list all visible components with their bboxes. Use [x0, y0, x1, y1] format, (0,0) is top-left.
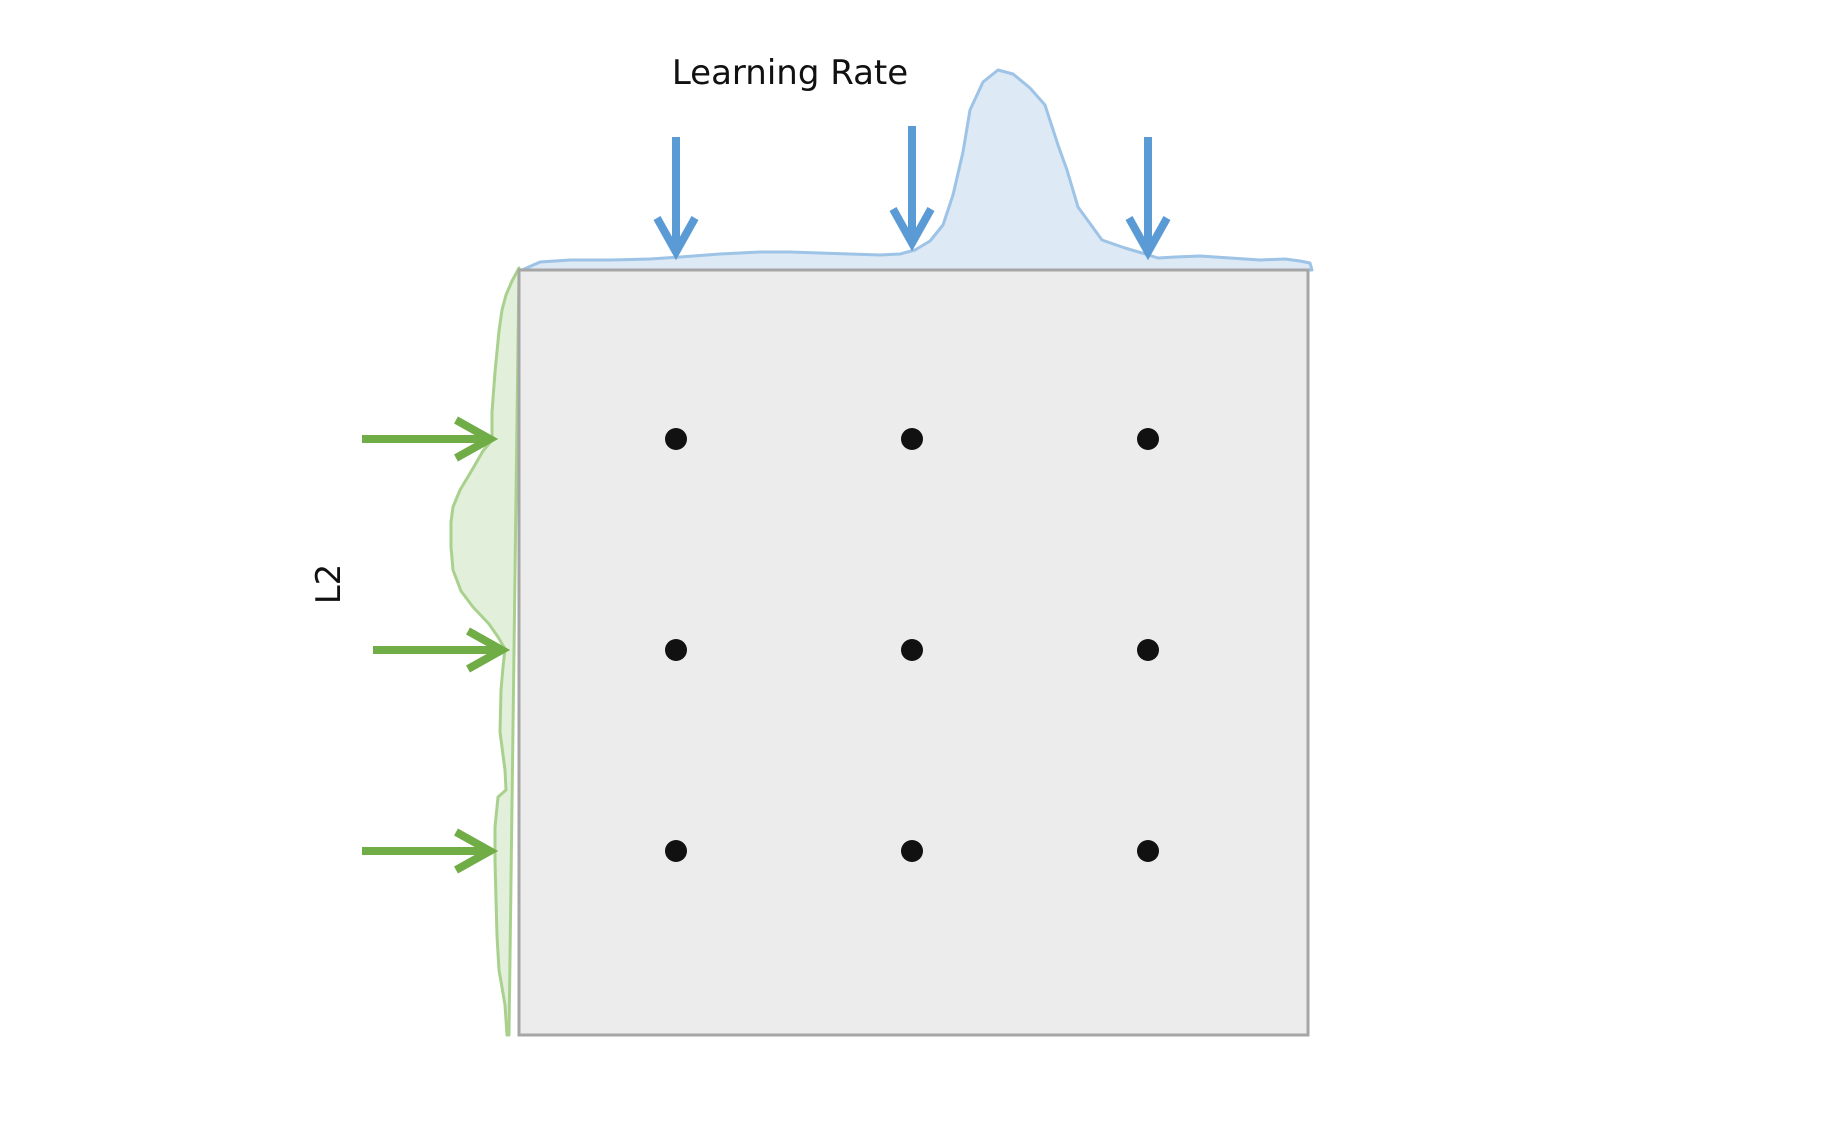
grid-points — [665, 428, 1159, 862]
learning-rate-label: Learning Rate — [672, 53, 908, 93]
l2-label: L2 — [309, 564, 349, 605]
grid-point — [665, 428, 687, 450]
grid-point — [665, 639, 687, 661]
l2-arrow-1 — [362, 416, 499, 462]
learning-rate-arrow-2 — [889, 126, 935, 252]
grid-point — [1137, 639, 1159, 661]
learning-rate-arrow-1 — [653, 137, 699, 261]
l2-arrow-3 — [362, 828, 499, 874]
grid-point — [901, 428, 923, 450]
grid-point — [901, 639, 923, 661]
learning-rate-arrow-3 — [1125, 137, 1171, 261]
grid-point — [1137, 428, 1159, 450]
l2-arrows — [362, 416, 511, 874]
grid-point — [665, 840, 687, 862]
l2-distribution — [449, 266, 521, 1037]
learning-rate-distribution — [520, 68, 1314, 272]
grid-point — [1137, 840, 1159, 862]
learning-rate-arrows — [653, 126, 1171, 261]
grid-point — [901, 840, 923, 862]
l2-arrow-2 — [373, 627, 511, 673]
